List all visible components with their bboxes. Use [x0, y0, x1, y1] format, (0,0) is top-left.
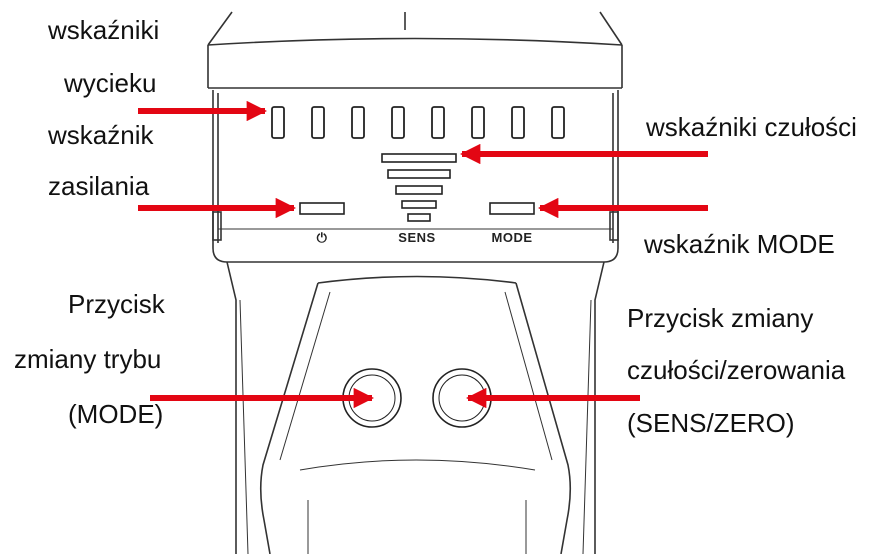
- sensitivity-indicators: [381, 153, 457, 222]
- sens-zero-button[interactable]: [432, 368, 492, 428]
- label-sens-button-line1: Przycisk zmiany: [627, 303, 814, 333]
- mode-indicator: [489, 202, 535, 215]
- annotation-arrows: [138, 100, 708, 409]
- label-mode-button-line2: zmiany trybu: [14, 344, 162, 374]
- label-power-line2: zasilania: [48, 171, 150, 201]
- label-sensitivity: wskaźniki czułości: [646, 112, 857, 142]
- label-leak-line2: wycieku: [64, 68, 157, 98]
- power-indicator: [299, 202, 345, 215]
- sens-text: SENS: [398, 230, 435, 245]
- label-sens-button-line3: (SENS/ZERO): [627, 408, 795, 438]
- label-power-line1: wskaźnik: [48, 120, 154, 150]
- label-mode-indicator: wskaźnik MODE: [644, 229, 835, 259]
- label-sens-button-line2: czułości/zerowania: [627, 355, 846, 385]
- label-leak-line1: wskaźniki: [48, 15, 160, 45]
- leak-indicators: [271, 106, 565, 139]
- label-mode-button-line1: Przycisk: [68, 289, 165, 319]
- label-mode-button-line3: (MODE): [68, 399, 164, 429]
- power-symbol: ⏻: [317, 230, 328, 245]
- device-body: [207, 11, 623, 554]
- mode-text: MODE: [492, 230, 533, 245]
